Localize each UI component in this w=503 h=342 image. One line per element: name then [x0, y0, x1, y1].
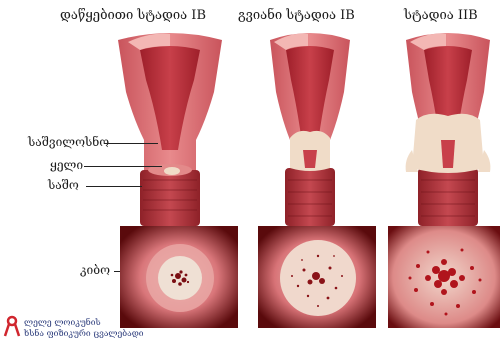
cervix-photo-early-ib: [120, 226, 238, 328]
ribbon-icon: [2, 314, 22, 340]
uterus-stage-iib: [406, 33, 491, 226]
cervix-photo-iib: [388, 226, 500, 328]
uterus-illustrations: [0, 0, 503, 230]
cervix-photo-late-ib: [258, 226, 376, 328]
leader-endometrium: [104, 143, 158, 144]
label-vagina: საშო: [48, 178, 79, 192]
logo-line-2: ხსნა ფიზიკური ცვალებადი: [24, 329, 144, 339]
uterus-stage-early-ib: [118, 33, 222, 226]
label-endometrium: საშვილოსნო: [28, 135, 109, 149]
logo-line-1: ლელე ლოიკუნის: [24, 318, 101, 328]
publisher-logo: ლელე ლოიკუნის ხსნა ფიზიკური ცვალებადი: [2, 314, 132, 342]
leader-vagina: [86, 186, 142, 187]
label-cervix: ყელი: [50, 158, 83, 172]
label-lesion: კიბო: [80, 263, 110, 277]
leader-cervix: [84, 166, 162, 167]
uterus-stage-late-ib: [270, 33, 350, 226]
